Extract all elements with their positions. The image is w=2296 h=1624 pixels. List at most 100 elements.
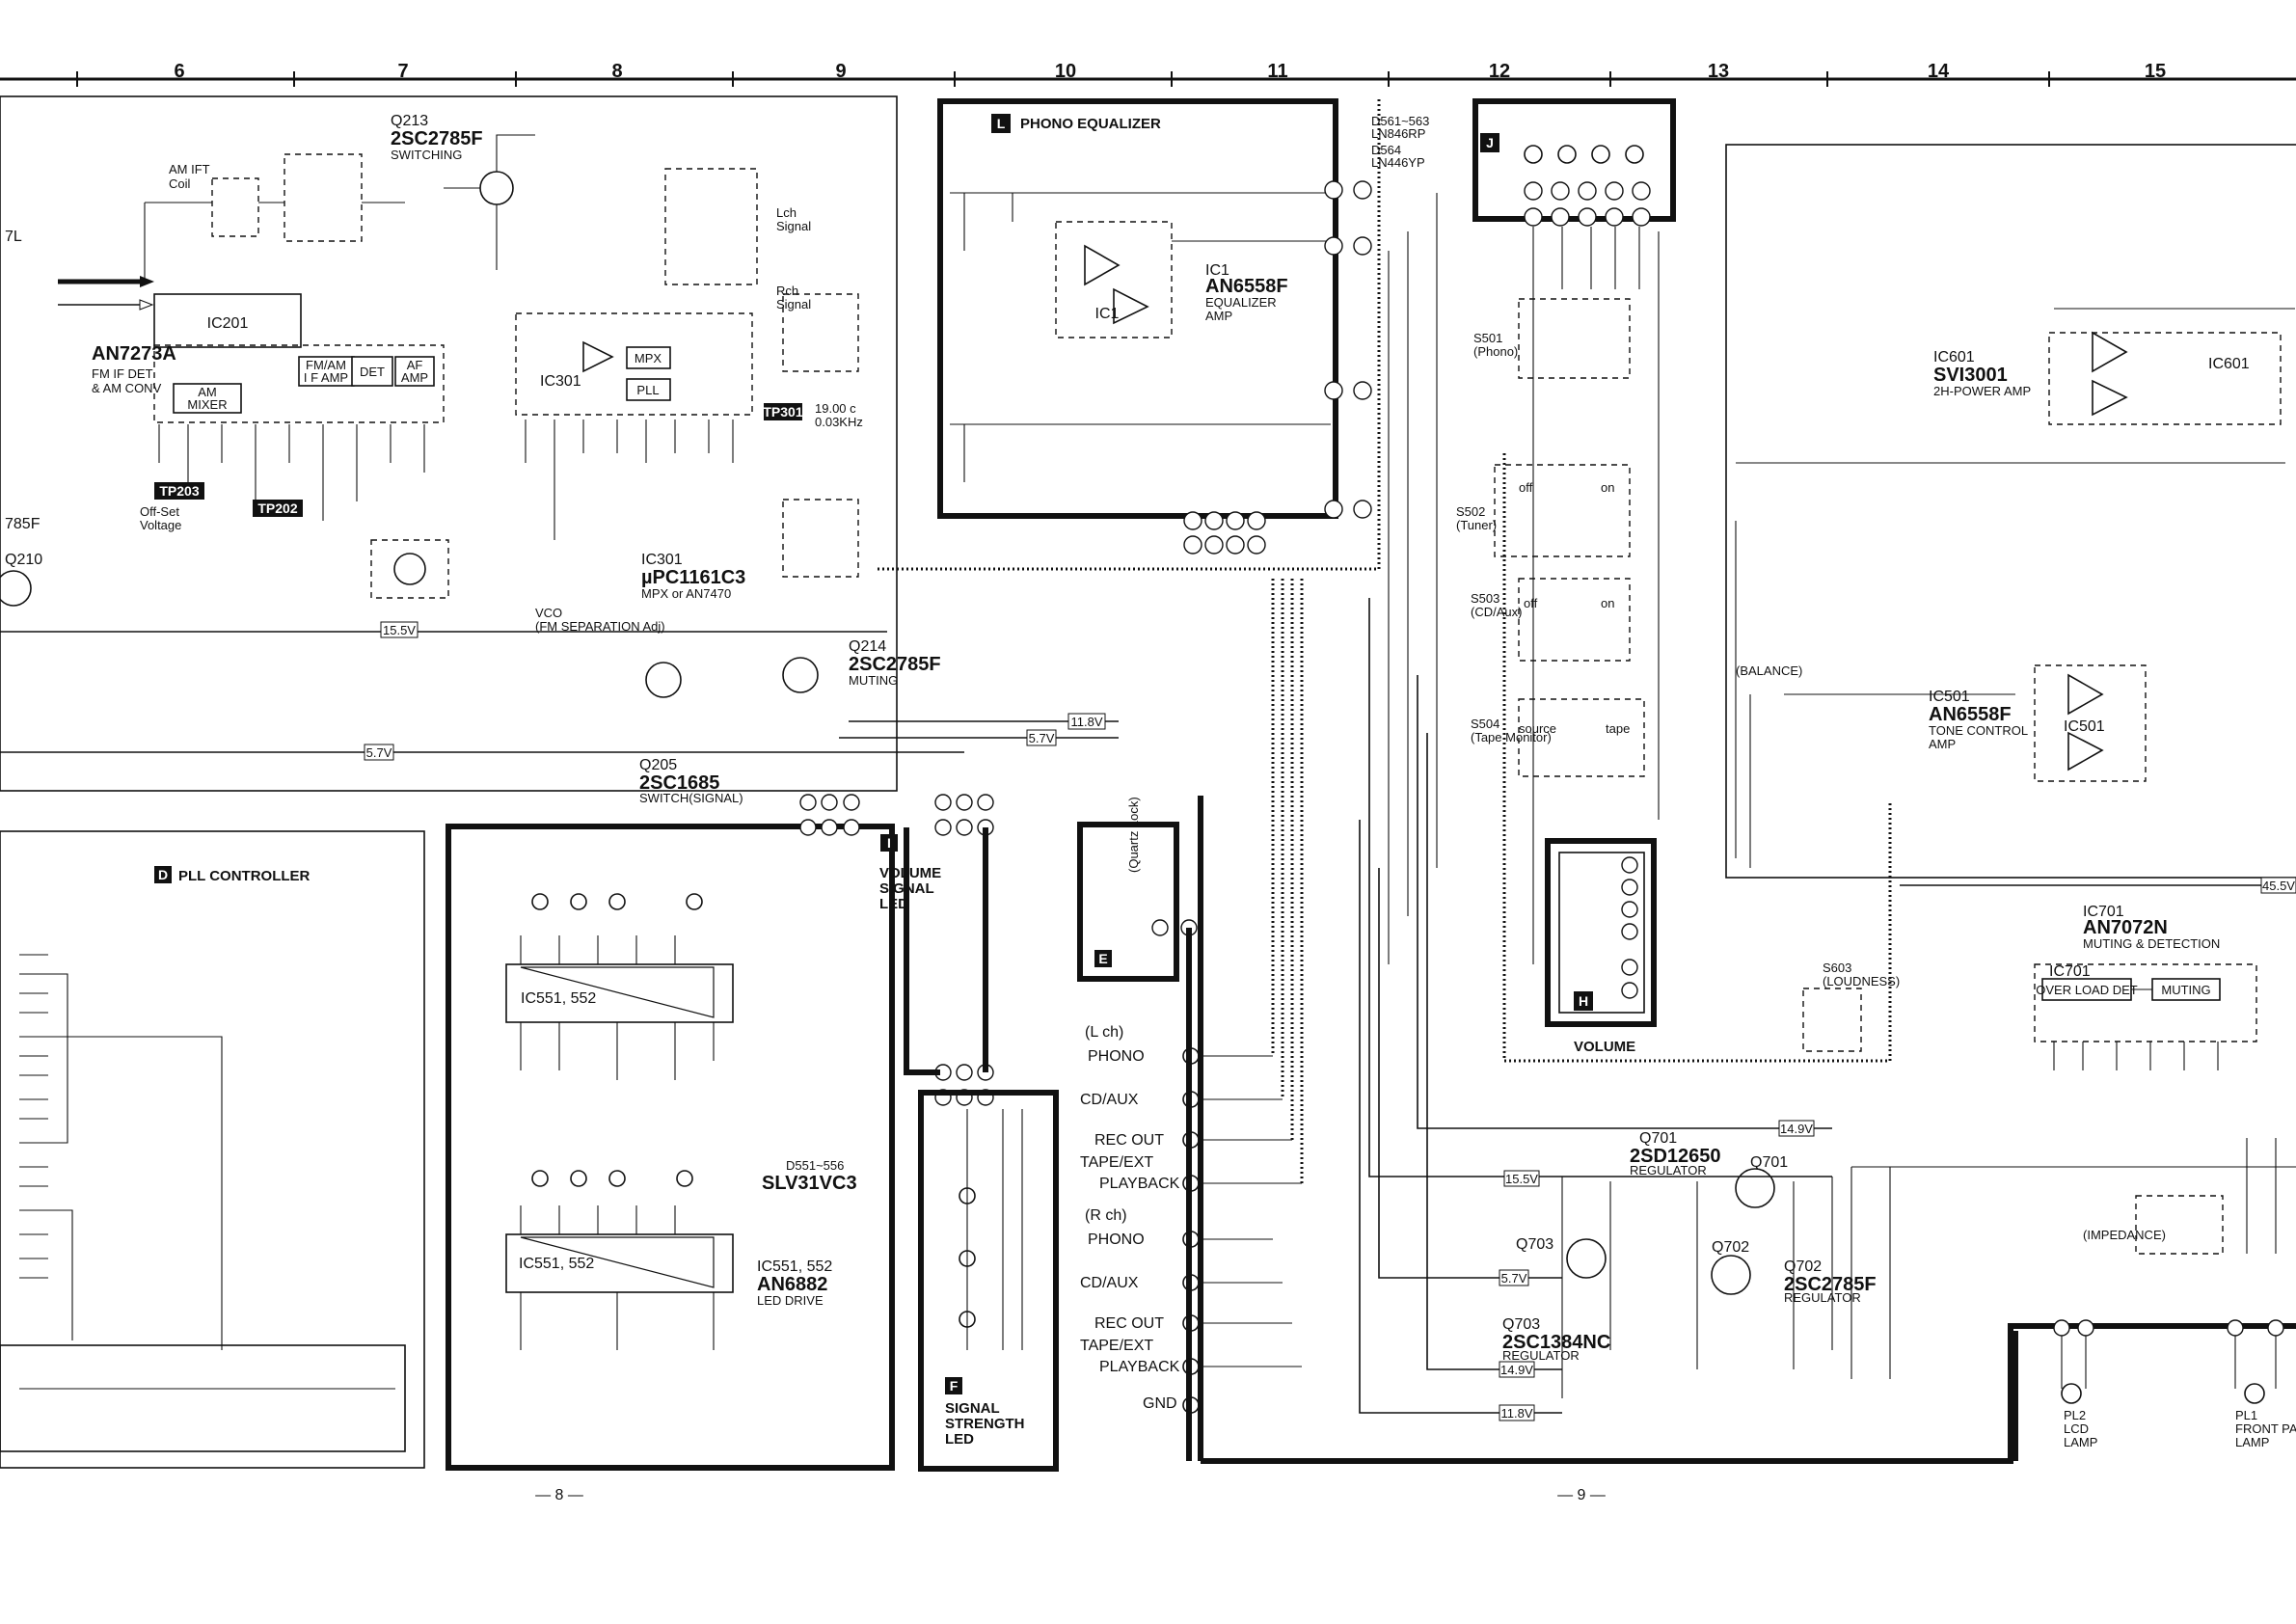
switch-name: S603 bbox=[1823, 961, 1851, 975]
transistor-desc: MUTING bbox=[849, 673, 898, 688]
selector-switches: S501 (Phono) S502 (Tuner) off on S503 (C… bbox=[1388, 193, 1660, 964]
block-letter: I bbox=[887, 835, 891, 851]
note: Off-Set bbox=[140, 504, 179, 519]
control-label: (BALANCE) bbox=[1736, 663, 1802, 678]
transistor-desc: SWITCHING bbox=[391, 148, 462, 162]
transistor-desc: REGULATOR bbox=[1502, 1348, 1580, 1363]
ic-name: IC551, 552 bbox=[519, 1256, 594, 1272]
block-label: PLL bbox=[636, 383, 659, 397]
transistor-name: Q701 bbox=[1750, 1154, 1788, 1171]
jack-label: PHONO bbox=[1088, 1048, 1145, 1065]
switch-state: on bbox=[1601, 596, 1614, 610]
column-number: 11 bbox=[1267, 61, 1287, 82]
switch-state: off bbox=[1524, 596, 1538, 610]
transistor-name: Q702 bbox=[1712, 1239, 1749, 1256]
ic-part: µPC1161C3 bbox=[641, 567, 745, 588]
ic-name: IC201 bbox=[207, 315, 249, 332]
transistor-name: Q213 bbox=[391, 113, 428, 129]
indicator-led-block: D561~563 LN846RP D564 LN446YP J bbox=[1371, 98, 1676, 227]
transistor-part: 2SC2785F bbox=[391, 128, 483, 149]
ic201: IC201 FM/AM I F AMP DET AF AMP AM MIXER … bbox=[92, 293, 445, 521]
test-point: TP301 bbox=[763, 404, 802, 420]
jack-label: PLAYBACK bbox=[1099, 1176, 1180, 1192]
jack-label: PLAYBACK bbox=[1099, 1359, 1180, 1375]
channel-label: (R ch) bbox=[1085, 1207, 1127, 1224]
coil-label: AM IFT bbox=[169, 162, 210, 176]
test-point: TP203 bbox=[159, 483, 199, 499]
block-label: FM/AM bbox=[306, 358, 346, 372]
signal-label: Rch bbox=[776, 284, 798, 298]
ic-desc: & AM CONV bbox=[92, 381, 162, 395]
transistor-part: 2SC1384NC bbox=[1502, 1332, 1610, 1353]
transistor-desc: SWITCH(SIGNAL) bbox=[639, 791, 743, 805]
page-number: — 9 — bbox=[1557, 1487, 1606, 1503]
block-label: AF bbox=[407, 358, 423, 372]
jack-label: CD/AUX bbox=[1080, 1092, 1139, 1108]
ic-name: IC1 bbox=[1095, 306, 1120, 322]
transistor-name: Q703 bbox=[1516, 1236, 1553, 1253]
ic-name: IC701 bbox=[2049, 963, 2091, 980]
volume-signal-led-block: I VOLUME SIGNAL LED IC551, 552 IC551, 55… bbox=[446, 824, 941, 1471]
lamp-label: PL1 bbox=[2235, 1408, 2257, 1422]
tuner-section: 7L 785F Q210 AM IFT Coil IC201 FM/AM I F… bbox=[0, 95, 1119, 805]
power-amp-section: IC601 SVI3001 2H-POWER AMP IC601 IC501 A… bbox=[1725, 144, 2296, 1070]
lamp-label: LAMP bbox=[2235, 1435, 2269, 1449]
interconnect-pins bbox=[799, 794, 994, 1106]
switch-state: on bbox=[1601, 480, 1614, 495]
ic-part: AN6558F bbox=[1929, 704, 2012, 725]
block-title: VOLUME bbox=[879, 865, 941, 881]
note: Voltage bbox=[140, 518, 181, 532]
switch-desc: (CD/Aux) bbox=[1471, 605, 1522, 619]
switch-state: source bbox=[1519, 721, 1556, 736]
diode-label: D561~563 bbox=[1371, 114, 1429, 128]
label: 7L bbox=[5, 229, 22, 245]
pll-controller-block: D PLL CONTROLLER bbox=[0, 830, 425, 1469]
block-letter: L bbox=[997, 116, 1006, 131]
note: 19.00 c bbox=[815, 401, 856, 416]
column-number: 9 bbox=[835, 61, 846, 82]
voltage-rail: 11.8V bbox=[1500, 1406, 1532, 1421]
voltage-rail: 15.5V bbox=[383, 623, 416, 637]
ic-desc: AMP bbox=[1205, 309, 1232, 323]
column-ruler: 6 7 8 9 10 11 12 13 14 15 bbox=[0, 61, 2296, 87]
ic-part: AN6882 bbox=[757, 1274, 827, 1295]
ic-name: IC701 bbox=[2083, 904, 2124, 920]
q214: Q214 2SC2785F MUTING bbox=[782, 638, 941, 693]
switch-name: S503 bbox=[1471, 591, 1499, 606]
column-number: 15 bbox=[2145, 61, 2166, 82]
transistor-desc: REGULATOR bbox=[1784, 1290, 1861, 1305]
ic-name: IC1 bbox=[1205, 262, 1229, 279]
page-number: — 8 — bbox=[535, 1487, 583, 1503]
block-title: VOLUME bbox=[1574, 1039, 1635, 1055]
transistor-part: 2SC2785F bbox=[849, 654, 941, 675]
voltage-rail: 14.9V bbox=[1500, 1363, 1533, 1377]
column-number: 8 bbox=[611, 61, 622, 82]
block-letter: E bbox=[1098, 951, 1107, 966]
lamp-label: PL2 bbox=[2064, 1408, 2086, 1422]
test-point: TP202 bbox=[257, 501, 297, 516]
jack-label: TAPE/EXT bbox=[1080, 1338, 1153, 1354]
jack-label: REC OUT bbox=[1094, 1132, 1164, 1149]
block-title: STRENGTH bbox=[945, 1416, 1025, 1432]
diode-label: SLV31VC3 bbox=[762, 1173, 857, 1194]
jack-label: PHONO bbox=[1088, 1232, 1145, 1248]
block-label: MIXER bbox=[187, 397, 227, 412]
ic-name: IC501 bbox=[1929, 689, 1970, 705]
ic-desc: LED DRIVE bbox=[757, 1293, 824, 1308]
block-title: PHONO EQUALIZER bbox=[1020, 116, 1161, 132]
switch-desc: (Tuner) bbox=[1456, 518, 1497, 532]
block-letter: J bbox=[1486, 135, 1494, 150]
transistor-part: 2SC1685 bbox=[639, 772, 719, 794]
block-label: DET bbox=[360, 365, 385, 379]
block-title: LED bbox=[945, 1431, 974, 1448]
block-label: MPX bbox=[635, 351, 662, 365]
signal-strength-led-block: F SIGNAL STRENGTH LED bbox=[918, 1090, 1059, 1472]
switch-name: S504 bbox=[1471, 717, 1499, 731]
input-jacks: (L ch) PHONO CD/AUX REC OUT TAPE/EXT PLA… bbox=[1080, 579, 1304, 1414]
ic-name: IC301 bbox=[540, 373, 581, 390]
ic-name: IC551, 552 bbox=[521, 990, 596, 1007]
diode-label: D564 bbox=[1371, 143, 1401, 157]
column-number: 7 bbox=[397, 61, 408, 82]
block-label: I F AMP bbox=[304, 370, 348, 385]
transistor-name: Q214 bbox=[849, 638, 886, 655]
